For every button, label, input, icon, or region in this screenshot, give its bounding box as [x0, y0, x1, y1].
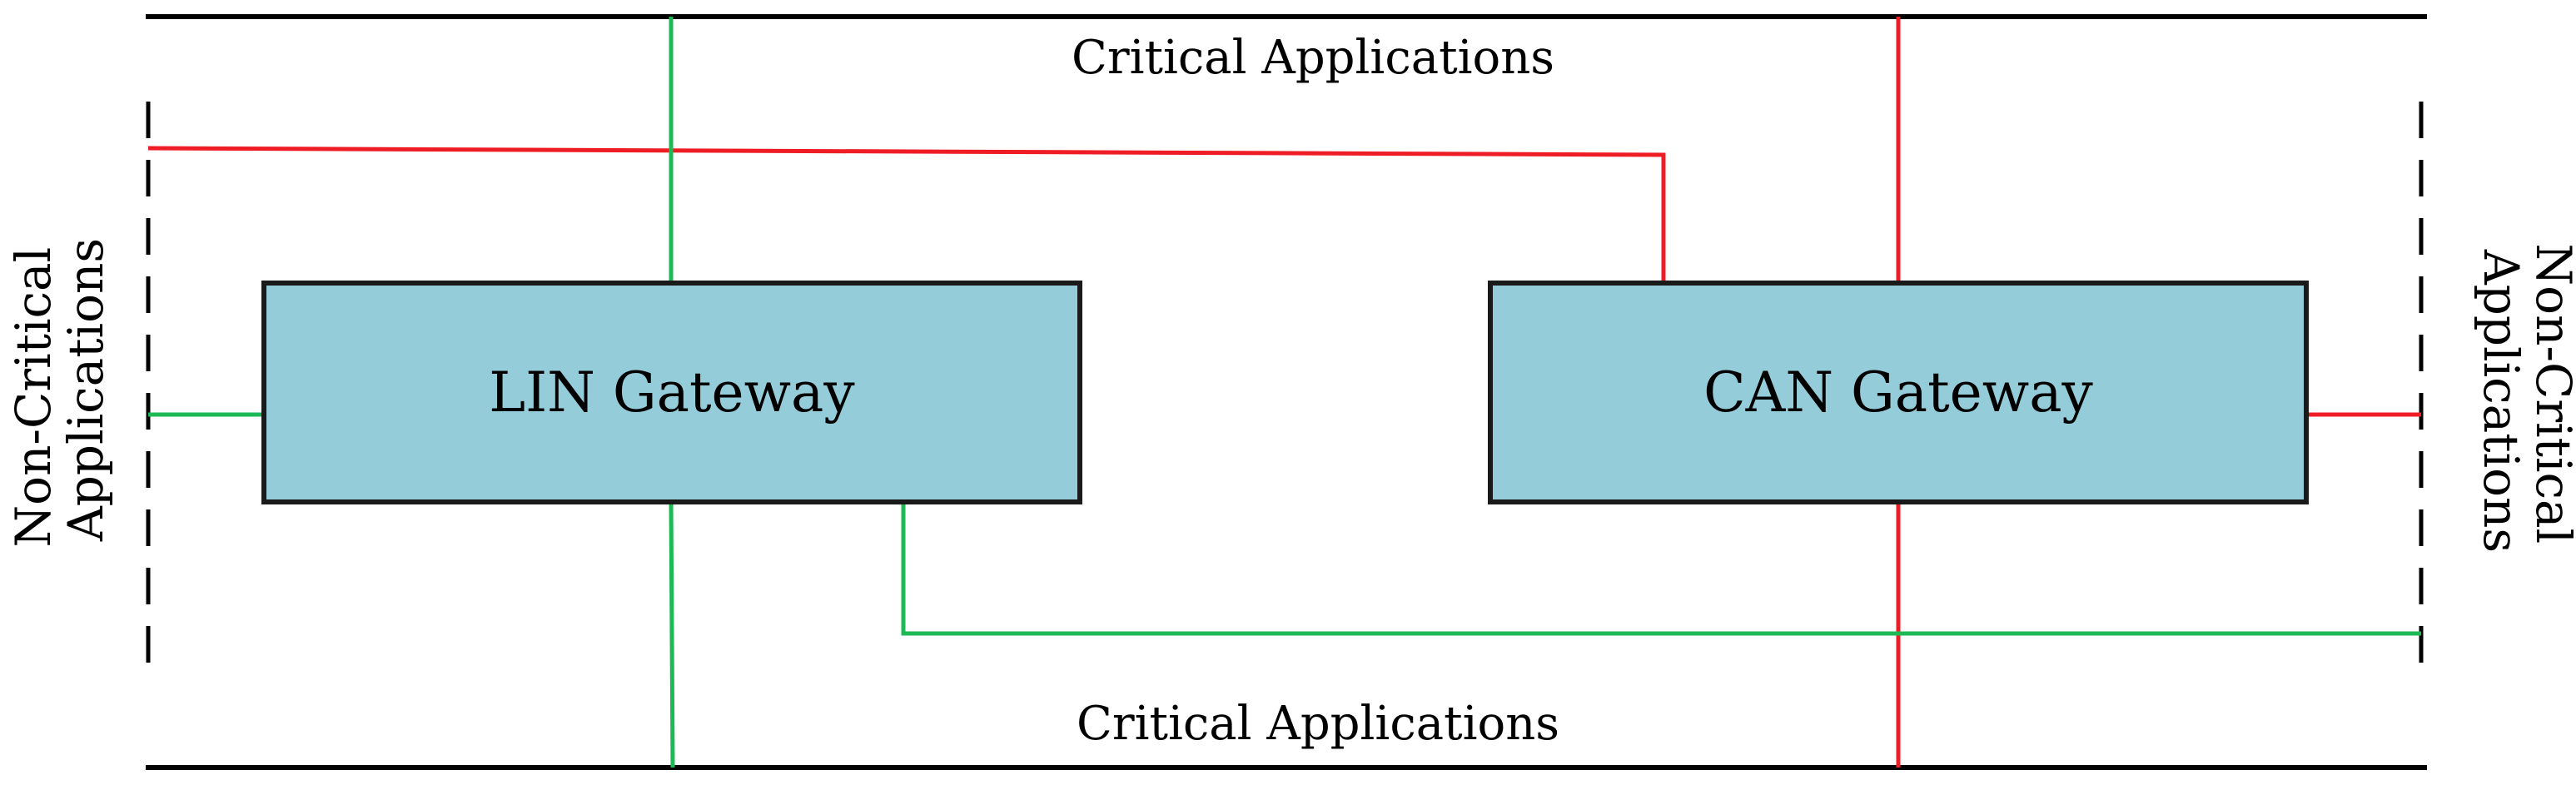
lin-links: [148, 17, 2421, 768]
right-label-line-1: Non-Critical: [2525, 243, 2576, 544]
can-link-top-left-route: [147, 146, 1666, 283]
lin-gateway-label: LIN Gateway: [489, 360, 855, 425]
non-critical-applications-left-label: Non-Critical Applications: [5, 231, 114, 548]
lin-gateway-box: [261, 281, 1082, 504]
critical-applications-top-label: Critical Applications: [1072, 31, 1554, 85]
non-critical-applications-right-label: Non-Critical Applications: [2473, 243, 2576, 559]
critical-applications-bottom-label: Critical Applications: [1077, 697, 1559, 751]
lin-gateway: LIN Gateway: [261, 281, 1082, 504]
svg-text:Non-Critical Application: Non-Critical Applications: [5, 231, 114, 547]
svg-text:Non-Critical Application: Non-Critical Applications: [2473, 243, 2576, 559]
right-label-line-2: Applications: [2473, 249, 2529, 553]
lin-link-bottom-right-route: [901, 502, 2421, 636]
lin-link-critical-bottom: [669, 501, 675, 768]
left-label-line-1: Non-Critical: [5, 247, 62, 548]
can-gateway-label: CAN Gateway: [1703, 360, 2093, 425]
can-gateway-box: [1488, 281, 2309, 504]
left-label-line-2: Applications: [57, 238, 114, 542]
can-gateway: CAN Gateway: [1488, 281, 2309, 504]
